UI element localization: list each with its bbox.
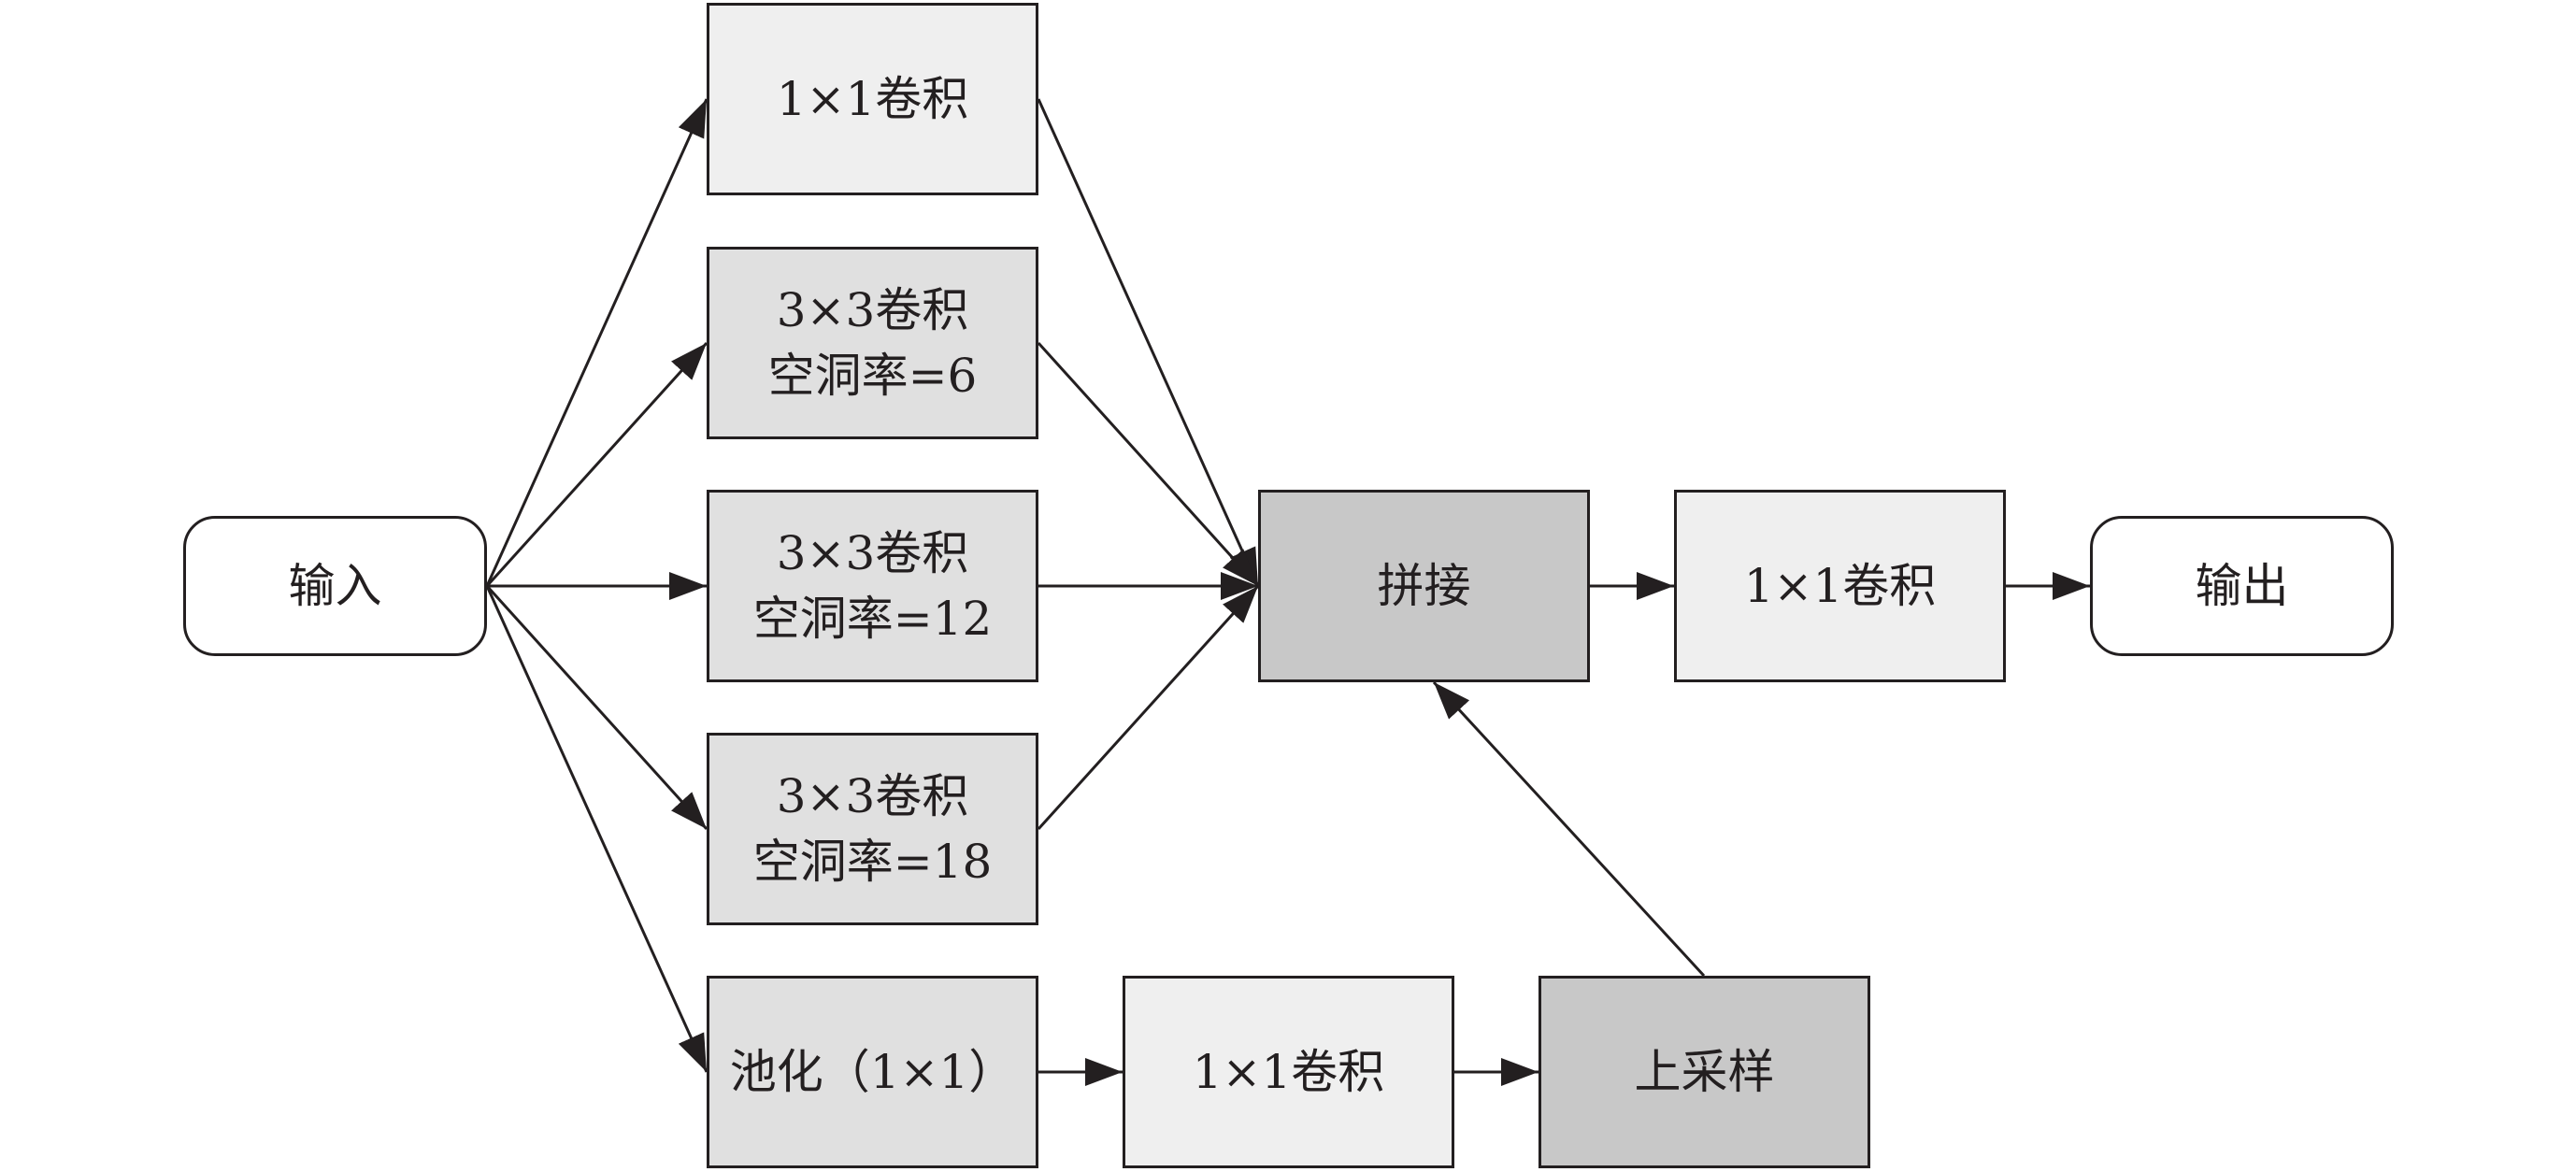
concat-node: 拼接: [1258, 490, 1590, 682]
atrous6-label-line2: 空洞率=6: [767, 349, 978, 403]
output-node: 输出: [2090, 516, 2394, 656]
arrow-conv1x1-to-concat: [1037, 98, 1260, 587]
arrow-input-to-atrous6: [485, 341, 708, 588]
upsample-node: 上采样: [1538, 976, 1870, 1168]
arrow-upsample-to-concat: [1432, 680, 1706, 978]
pool-conv1x1-label: 1×1卷积: [1192, 1045, 1385, 1099]
atrous18-label-line1: 3×3卷积: [776, 769, 969, 823]
atrous-conv-rate6-node: 3×3卷积 空洞率=6: [707, 247, 1038, 439]
edge-group: [485, 98, 2090, 1086]
arrow-atrous18-to-concat: [1037, 584, 1260, 831]
atrous18-label-line2: 空洞率=18: [752, 835, 993, 889]
pooling-node: 池化（1×1）: [707, 976, 1038, 1168]
final-conv1x1-label: 1×1卷积: [1743, 559, 1937, 613]
atrous6-label-line1: 3×3卷积: [776, 283, 969, 337]
conv1x1-label: 1×1卷积: [776, 72, 969, 126]
final-conv1x1-node: 1×1卷积: [1674, 490, 2006, 682]
concat-label: 拼接: [1377, 559, 1471, 613]
atrous12-label-line2: 空洞率=12: [752, 592, 993, 646]
arrow-atrous6-to-concat: [1037, 341, 1260, 588]
output-label: 输出: [2195, 559, 2289, 613]
atrous-conv-rate12-node: 3×3卷积 空洞率=12: [707, 490, 1038, 682]
atrous-conv-rate18-node: 3×3卷积 空洞率=18: [707, 733, 1038, 925]
arrow-input-to-atrous18: [485, 584, 708, 831]
input-label: 输入: [288, 559, 382, 613]
atrous12-label-line1: 3×3卷积: [776, 526, 969, 580]
pool-conv1x1-node: 1×1卷积: [1123, 976, 1454, 1168]
upsample-label: 上采样: [1634, 1045, 1775, 1099]
arrow-input-to-pool: [485, 585, 708, 1073]
pooling-label: 池化（1×1）: [729, 1045, 1016, 1099]
arrow-input-to-conv1x1: [485, 98, 708, 587]
input-node: 输入: [183, 516, 487, 656]
conv1x1-node: 1×1卷积: [707, 3, 1038, 195]
